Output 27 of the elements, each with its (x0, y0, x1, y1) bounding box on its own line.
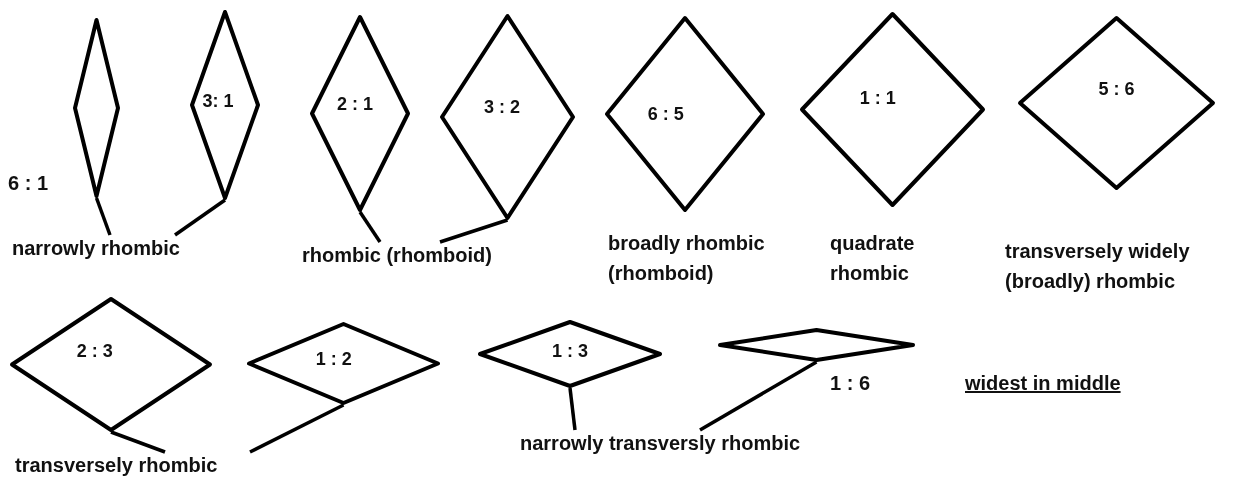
leader-line (94, 197, 112, 236)
ratio-label: 2 : 3 (76, 340, 113, 362)
shape-caption: transversely widely (broadly) rhombic (1005, 239, 1191, 294)
leader-line (439, 218, 509, 244)
note-text: widest in middle (965, 372, 1121, 395)
group-label: rhombic (rhomboid) (302, 240, 517, 270)
ratio-label: 5 : 6 (1098, 78, 1135, 100)
leader-line (358, 211, 382, 243)
leader-line (699, 360, 818, 432)
group-label: transversely rhombic (15, 450, 235, 480)
ratio-label: 3: 1 (202, 90, 234, 112)
shape-caption: 1 : 6 (830, 371, 872, 396)
ratio-label: 3 : 2 (484, 96, 521, 118)
shape-caption: quadrate rhombic (830, 231, 916, 286)
ratio-label: 6 : 5 (647, 103, 684, 125)
group-label: narrowly transversly rhombic (520, 428, 870, 458)
ratio-label: 1 : 2 (315, 348, 352, 370)
ratio-label: 1 : 1 (859, 87, 896, 109)
leader-line (174, 198, 226, 237)
shape-caption: broadly rhombic (rhomboid) (608, 231, 766, 286)
leader-line (110, 430, 166, 454)
ratio-label: 1 : 3 (552, 340, 588, 362)
shape-caption: 6 : 1 (8, 171, 50, 196)
leader-line (568, 387, 577, 431)
leader-line (249, 403, 345, 454)
ratio-label: 2 : 1 (337, 93, 373, 115)
group-label: narrowly rhombic (12, 233, 227, 263)
